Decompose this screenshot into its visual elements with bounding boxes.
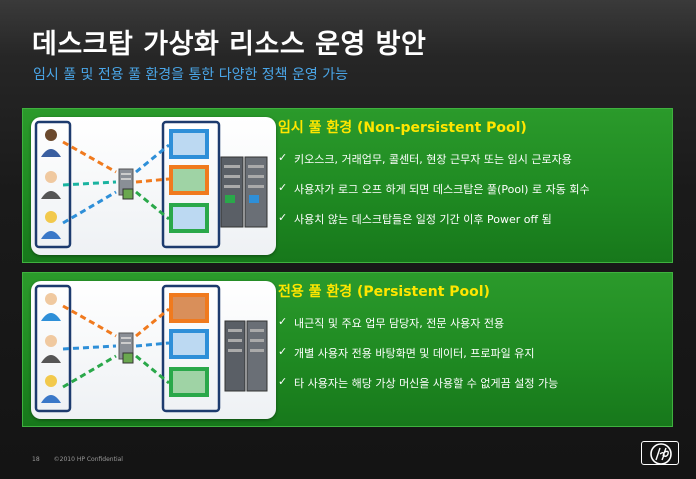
link-line — [135, 354, 170, 385]
virtual-desktop-icon — [169, 293, 209, 323]
server-rack-icon — [220, 156, 268, 228]
link-line — [62, 354, 117, 389]
check-icon: ✓ — [278, 375, 288, 388]
desktop-group-frame — [161, 120, 221, 249]
virtual-desktop-icon — [169, 165, 209, 195]
link-line — [135, 190, 170, 221]
user-group-frame — [34, 120, 72, 249]
page-number: 18 — [32, 456, 40, 463]
pool-diagram-svg — [34, 120, 268, 249]
list-item: ✓ 개별 사용자 전용 바탕화면 및 데이터, 프로파일 유지 — [278, 345, 558, 375]
check-icon: ✓ — [278, 151, 288, 164]
panel-title: 전용 풀 환경 (Persistent Pool) — [278, 284, 490, 300]
link-line — [135, 307, 170, 338]
list-item: ✓ 사용치 않는 데스크탑들은 일정 기간 이후 Power off 됨 — [278, 211, 590, 241]
panel-title: 임시 풀 환경 (Non-persistent Pool) — [278, 120, 527, 136]
connection-broker-icon — [118, 168, 134, 200]
bullet-list: ✓ 내근직 및 주요 업무 담당자, 전문 사용자 전용 ✓ 개별 사용자 전용 바… — [278, 315, 558, 405]
server-rack-icon — [224, 320, 268, 392]
link-line — [135, 143, 170, 174]
list-item: ✓ 키오스크, 거래업무, 콜센터, 현장 근무자 또는 임시 근로자용 — [278, 151, 590, 181]
user-group-frame — [34, 284, 72, 413]
user-icon — [41, 211, 61, 239]
non-persistent-pool-diagram — [31, 117, 276, 255]
pool-diagram-svg — [34, 284, 268, 413]
slide-title: 데스크탑 가상화 리소스 운영 방안 — [32, 29, 427, 60]
link-line — [62, 180, 117, 187]
link-line — [62, 140, 117, 174]
bullet-text: 사용치 않는 데스크탑들은 일정 기간 이후 Power off 됨 — [294, 213, 552, 226]
virtual-desktop-icon — [169, 329, 209, 359]
virtual-desktop-icon — [169, 367, 209, 397]
link-line — [62, 344, 117, 351]
user-icon — [41, 293, 61, 321]
connection-broker-icon — [118, 332, 134, 364]
desktop-group-frame — [161, 284, 221, 413]
link-line — [135, 341, 170, 348]
list-item: ✓ 내근직 및 주요 업무 담당자, 전문 사용자 전용 — [278, 315, 558, 345]
bullet-text: 내근직 및 주요 업무 담당자, 전문 사용자 전용 — [294, 317, 505, 330]
check-icon: ✓ — [278, 181, 288, 194]
check-icon: ✓ — [278, 211, 288, 224]
bullet-list: ✓ 키오스크, 거래업무, 콜센터, 현장 근무자 또는 임시 근로자용 ✓ 사용자… — [278, 151, 590, 241]
list-item: ✓ 타 사용자는 해당 가상 머신을 사용할 수 없게끔 설정 가능 — [278, 375, 558, 405]
bullet-text: 개별 사용자 전용 바탕화면 및 데이터, 프로파일 유지 — [294, 347, 535, 360]
footer: 18 ©2010 HP Confidential — [32, 456, 137, 463]
list-item: ✓ 사용자가 로그 오프 하게 되면 데스크탑은 풀(Pool) 로 자동 회수 — [278, 181, 590, 211]
bullet-text: 사용자가 로그 오프 하게 되면 데스크탑은 풀(Pool) 로 자동 회수 — [294, 183, 590, 196]
link-line — [62, 304, 117, 338]
bullet-text: 타 사용자는 해당 가상 머신을 사용할 수 없게끔 설정 가능 — [294, 377, 559, 390]
confidential-notice: ©2010 HP Confidential — [53, 456, 123, 463]
virtual-desktop-icon — [169, 129, 209, 159]
check-icon: ✓ — [278, 315, 288, 328]
hp-logo — [641, 441, 679, 465]
persistent-pool-diagram — [31, 281, 276, 419]
user-icon — [41, 171, 61, 199]
non-persistent-pool-panel: 임시 풀 환경 (Non-persistent Pool) ✓ 키오스크, 거래업… — [22, 108, 673, 263]
hp-logo-mark — [650, 443, 672, 465]
link-line — [135, 177, 170, 184]
bullet-text: 키오스크, 거래업무, 콜센터, 현장 근무자 또는 임시 근로자용 — [294, 153, 572, 166]
user-icon — [41, 375, 61, 403]
virtual-desktop-icon — [169, 203, 209, 233]
slide-subtitle: 임시 풀 및 전용 풀 환경을 통한 다양한 정책 운영 가능 — [33, 67, 348, 83]
user-icon — [41, 129, 61, 157]
check-icon: ✓ — [278, 345, 288, 358]
link-line — [62, 190, 117, 225]
user-icon — [41, 335, 61, 363]
persistent-pool-panel: 전용 풀 환경 (Persistent Pool) ✓ 내근직 및 주요 업무 담… — [22, 272, 673, 427]
